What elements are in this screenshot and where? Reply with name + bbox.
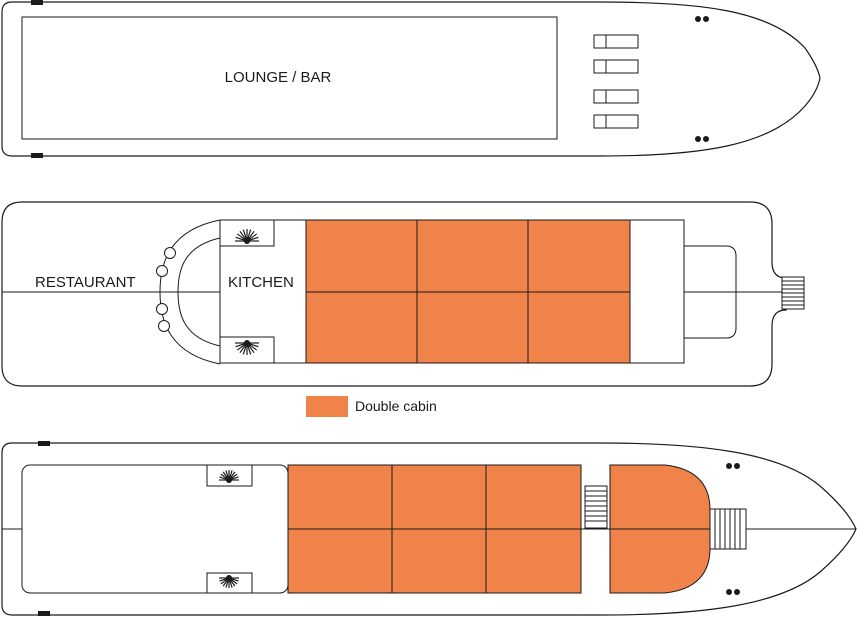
sun-deck: LOUNGE / BAR [1,0,821,158]
table-icon [156,265,168,277]
middle-deck: RESTAURANT KITCHEN [1,201,805,387]
stairs-icon [584,485,608,529]
stern-marker [38,441,50,446]
sunbed-icon [593,114,639,129]
double-cabin [416,291,529,364]
parasol-icon [219,575,239,588]
lounge-bar-label: LOUNGE / BAR [225,69,332,86]
double-cabin [287,528,393,594]
forward-hatch [684,245,737,339]
legend-swatch [306,396,348,417]
legend-label: Double cabin [355,398,437,414]
stern-marker [31,153,43,158]
double-cabin [391,464,487,530]
sunbeds [593,34,639,129]
bollard-icon [726,589,740,595]
stern-marker [31,0,43,5]
table-icon [164,247,176,259]
bollard-icon [695,136,709,142]
bollard-icon [695,16,709,22]
double-cabin [305,291,418,364]
stairs-icon [709,508,747,550]
legend: Double cabin [306,396,437,417]
double-cabin [527,291,631,364]
table-icon [156,303,168,315]
parasol-icon [219,470,239,483]
corridor-room [629,219,685,364]
sunbed-icon [593,34,639,49]
sunbed-icon [593,59,639,74]
double-cabin [305,219,418,293]
double-cabin [485,464,582,530]
double-cabin [485,528,582,594]
stern-marker [38,611,50,616]
lounge-bar-room [21,16,558,140]
restaurant-bay-outer [159,219,221,365]
parasol-icon [235,340,259,355]
double-cabin [287,464,393,530]
lower-deck-cabins [287,464,711,594]
lower-deck [1,441,857,616]
double-cabin [416,219,529,293]
kitchen-label: KITCHEN [228,274,294,291]
parasol-icon [235,229,259,244]
stairs-icon [781,276,805,310]
sunbed-icon [593,89,639,104]
bollard-icon [726,463,740,469]
double-cabin [527,219,631,293]
double-cabin [391,528,487,594]
restaurant-label: RESTAURANT [35,274,136,291]
restaurant-tables [156,247,176,332]
middle-deck-cabins [305,219,631,364]
table-icon [158,320,170,332]
restaurant-bay-inner [177,237,221,347]
